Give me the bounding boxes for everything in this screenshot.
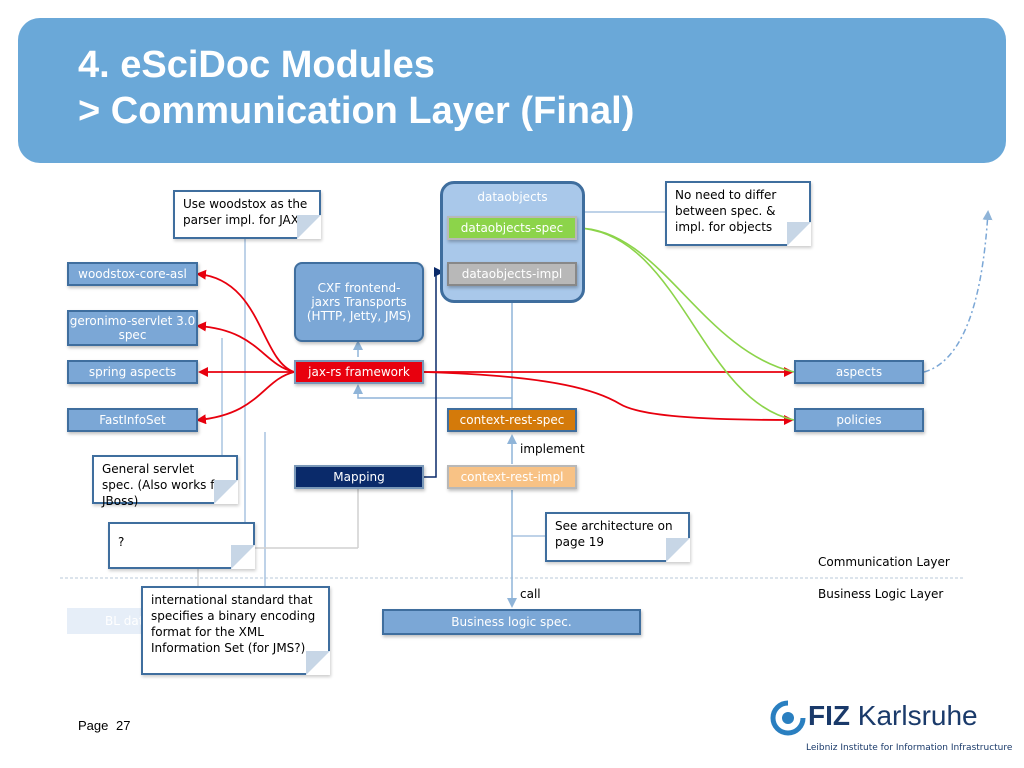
business-logic-layer-label: Business Logic Layer	[818, 587, 944, 601]
arrow-aspects-up	[923, 210, 993, 373]
page-number: Page 27	[78, 718, 130, 733]
arrow-mapping-to-dataobjects	[424, 267, 444, 478]
woodstox-box[interactable]: woodstox-core-asl	[67, 262, 198, 286]
link-spec-to-policies	[576, 227, 795, 421]
link-spec-to-aspects	[576, 227, 795, 373]
no-need-note: No need to differ between spec. & impl. …	[665, 181, 811, 246]
fiz-logo-text: FIZ Karlsruhe	[808, 700, 978, 732]
dataobjects-impl-box[interactable]: dataobjects-impl	[447, 262, 577, 286]
mapping-box[interactable]: Mapping	[294, 465, 424, 489]
architecture-note: See architecture on page 19	[545, 512, 690, 562]
fiz-logo-icon	[770, 700, 806, 736]
arrow-jaxrs-to-woodstox	[196, 269, 295, 373]
header-banner	[18, 18, 1006, 163]
communication-layer-label: Communication Layer	[818, 555, 950, 569]
arrow-jaxrs-to-fastinfoset	[196, 371, 295, 425]
servlet-note-text: General servlet spec. (Also works for JB…	[102, 462, 227, 508]
page-value: 27	[116, 718, 131, 733]
no-need-note-text: No need to differ between spec. & impl. …	[675, 188, 777, 234]
aspects-box[interactable]: aspects	[794, 360, 924, 384]
jaxrs-framework-box[interactable]: jax-rs framework	[294, 360, 424, 384]
context-rest-impl-box[interactable]: context-rest-impl	[447, 465, 577, 489]
logo-name-rest: Karlsruhe	[850, 700, 978, 731]
servlet-note: General servlet spec. (Also works for JB…	[92, 455, 238, 508]
business-logic-box[interactable]: Business logic spec.	[382, 609, 641, 635]
title-line-1: 4. eSciDoc Modules	[78, 44, 435, 86]
dataobjects-group-title: dataobjects	[477, 190, 548, 204]
fastinfoset-box[interactable]: FastInfoSet	[67, 408, 198, 432]
context-rest-spec-box[interactable]: context-rest-spec	[447, 408, 577, 432]
cxf-box[interactable]: CXF frontend-jaxrs Transports (HTTP, Jet…	[294, 262, 424, 342]
page-label: Page	[78, 718, 109, 733]
title-line-2: > Communication Layer (Final)	[78, 90, 635, 132]
spring-aspects-box[interactable]: spring aspects	[67, 360, 198, 384]
arrow-jaxrs-to-policies	[423, 371, 794, 425]
slide-title: 4. eSciDoc Modules > Communication Layer…	[78, 42, 634, 134]
woodstox-note-text: Use woodstox as the parser impl. for JAX…	[183, 197, 308, 227]
arrow-context-to-jaxrs	[353, 384, 512, 399]
call-label: call	[520, 587, 541, 601]
architecture-note-text: See architecture on page 19	[555, 519, 673, 549]
dataobjects-spec-box[interactable]: dataobjects-spec	[447, 216, 577, 240]
logo-name-bold: FIZ	[808, 700, 850, 731]
fastinfoset-note: international standard that specifies a …	[141, 586, 330, 675]
geronimo-box[interactable]: geronimo-servlet 3.0 spec	[67, 310, 198, 346]
logo-subtitle: Leibniz Institute for Information Infras…	[806, 743, 1013, 753]
arrow-jaxrs-to-geronimo	[196, 321, 295, 373]
policies-box[interactable]: policies	[794, 408, 924, 432]
implement-label: implement	[520, 442, 585, 456]
fastinfoset-note-text: international standard that specifies a …	[151, 593, 316, 655]
question-note: ?	[108, 522, 255, 569]
question-note-text: ?	[118, 535, 125, 549]
woodstox-note: Use woodstox as the parser impl. for JAX…	[173, 190, 321, 239]
